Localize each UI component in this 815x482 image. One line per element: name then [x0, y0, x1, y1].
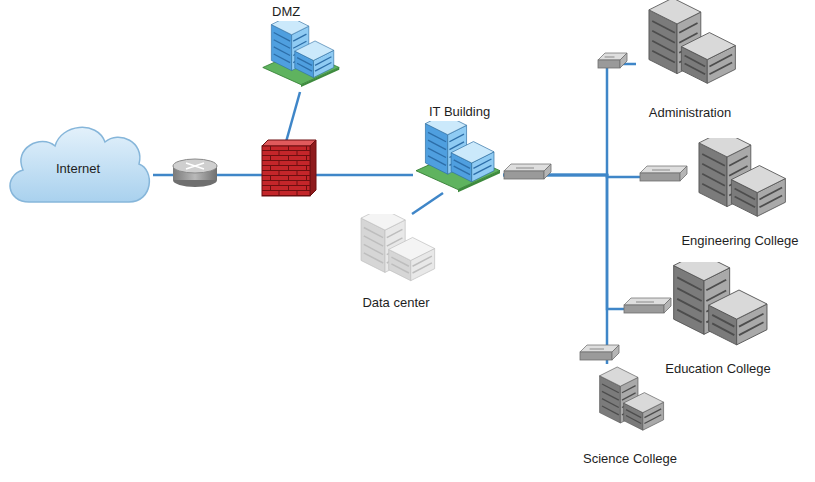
building-label: DMZ: [272, 4, 300, 21]
building-label: Education College: [665, 360, 771, 377]
network-link: [412, 193, 443, 214]
building-icon: [590, 364, 670, 450]
building-label: Science College: [583, 450, 677, 467]
building-label: Engineering College: [681, 232, 798, 249]
router-icon: [173, 159, 217, 187]
building-label: Administration: [649, 104, 731, 121]
building-label: IT Building: [429, 104, 490, 121]
dmz-wire: [286, 92, 300, 142]
cloud-label: Internet: [56, 161, 100, 177]
building-icon: [636, 0, 744, 104]
network-link: [503, 175, 658, 309]
network-link: [503, 64, 636, 175]
building-icon: [350, 214, 442, 294]
internet-cloud: Internet: [3, 110, 153, 222]
network-link: [503, 175, 607, 364]
building-node: Data center: [350, 214, 442, 311]
building-icon: [658, 262, 778, 360]
building-node: Science College: [583, 364, 677, 467]
building-node: IT Building: [413, 104, 503, 193]
firewall-icon: [262, 140, 316, 196]
building-icon: [686, 138, 794, 232]
building-node: Engineering College: [681, 138, 798, 249]
building-label: Data center: [362, 294, 429, 311]
switch-icons: [504, 53, 687, 360]
building-icon: [413, 121, 503, 193]
building-node: Education College: [658, 262, 778, 377]
building-node: Administration: [636, 0, 744, 121]
building-icon: [262, 21, 340, 89]
building-node: DMZ: [262, 4, 340, 89]
